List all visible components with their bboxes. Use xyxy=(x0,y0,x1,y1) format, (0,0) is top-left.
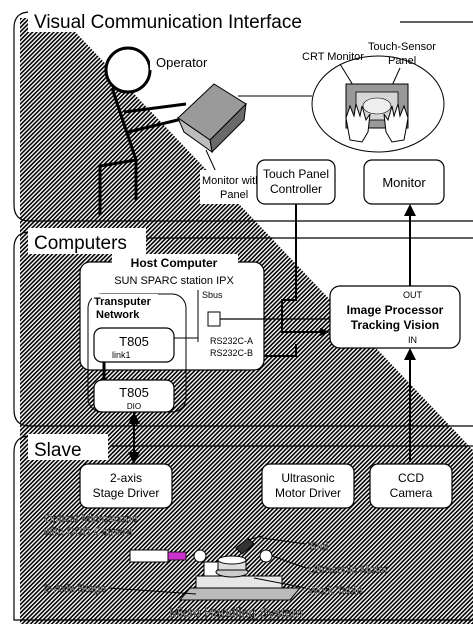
section-title-slave: Slave xyxy=(34,440,82,461)
rs232c-a-label: RS232C-A xyxy=(210,336,253,346)
visual-section-frame xyxy=(13,11,473,222)
touch-panel-controller-label-2: Controller xyxy=(270,182,322,196)
ultrasonic-driver-label: Ultrasonic xyxy=(281,471,334,485)
connector-lines xyxy=(128,204,416,464)
section-title-computers: Computers xyxy=(34,233,127,254)
touch-panel-controller-label: Touch Panel xyxy=(263,167,329,181)
crt-monitor-label: CRT Monitor xyxy=(302,51,364,63)
t805-top-label: T805 xyxy=(119,334,149,349)
image-processor-label-2: Tracking Vision xyxy=(351,318,439,332)
callout-lines xyxy=(107,537,307,595)
ultrasonic-motor-label: Ultrasonic Motor xyxy=(308,564,388,576)
ccd-camera-box xyxy=(369,463,453,509)
stage-driver-label-2: Stage Driver xyxy=(93,486,160,500)
computers-section-frame xyxy=(13,231,473,427)
sbus-connector xyxy=(207,311,221,327)
out-label: OUT xyxy=(403,290,423,300)
monitor-with-panel-icon xyxy=(176,83,247,154)
ccd-camera-label-2: Camera xyxy=(390,486,433,500)
ccd-camera-label: CCD xyxy=(398,471,424,485)
sun-sparc-label: SUN SPARC station IPX xyxy=(114,275,234,287)
monitor-with-panel-label-2: Panel xyxy=(220,189,248,201)
optical-microscope-label-2: with CCD Camera xyxy=(43,526,134,538)
operator-figure-icon xyxy=(98,46,187,215)
transputer-network-label-2: Network xyxy=(96,309,140,321)
touch-sensor-label-2: Panel xyxy=(388,55,416,67)
optical-microscope-label: Optical Microscope xyxy=(44,513,138,525)
ultrasonic-driver-box xyxy=(261,463,355,509)
t805-top-box xyxy=(93,327,175,363)
transputer-network-label: Transputer xyxy=(94,296,152,308)
ccd-camera-microscope-icon xyxy=(129,549,187,563)
in-label: IN xyxy=(408,335,417,345)
slave-section-frame xyxy=(13,435,473,621)
monitor-label: Monitor xyxy=(382,175,426,190)
host-computer-title: Host Computer xyxy=(131,256,218,270)
stage-driver-box xyxy=(79,463,173,509)
stage-driver-label: 2-axis xyxy=(110,471,142,485)
touch-sensor-label: Touch-Sensor xyxy=(368,41,436,53)
image-processor-box xyxy=(329,285,461,349)
hands-icon xyxy=(345,103,409,143)
dio-label: DIO xyxy=(127,402,141,411)
rs232c-b-label: RS232C-B xyxy=(210,348,253,358)
tool-label: Tool xyxy=(308,541,328,553)
section-title-visual: Visual Communication Interface xyxy=(34,12,302,33)
monitor-box xyxy=(363,159,445,205)
two-axis-stage-label: 2-Axis Stage xyxy=(44,583,106,595)
ultrasonic-driver-label-2: Motor Driver xyxy=(275,486,341,500)
micro-handling-label: Micro Handling System xyxy=(169,605,303,620)
monitor-with-panel-label: Monitor with xyxy=(202,175,261,187)
work-table-label: Work Table xyxy=(308,585,363,597)
t805-bottom-label: T805 xyxy=(119,385,149,400)
sbus-label: Sbus xyxy=(202,290,223,300)
link1-label: link1 xyxy=(112,350,131,360)
operator-label: Operator xyxy=(156,55,208,70)
image-processor-label: Image Processor xyxy=(347,303,444,317)
